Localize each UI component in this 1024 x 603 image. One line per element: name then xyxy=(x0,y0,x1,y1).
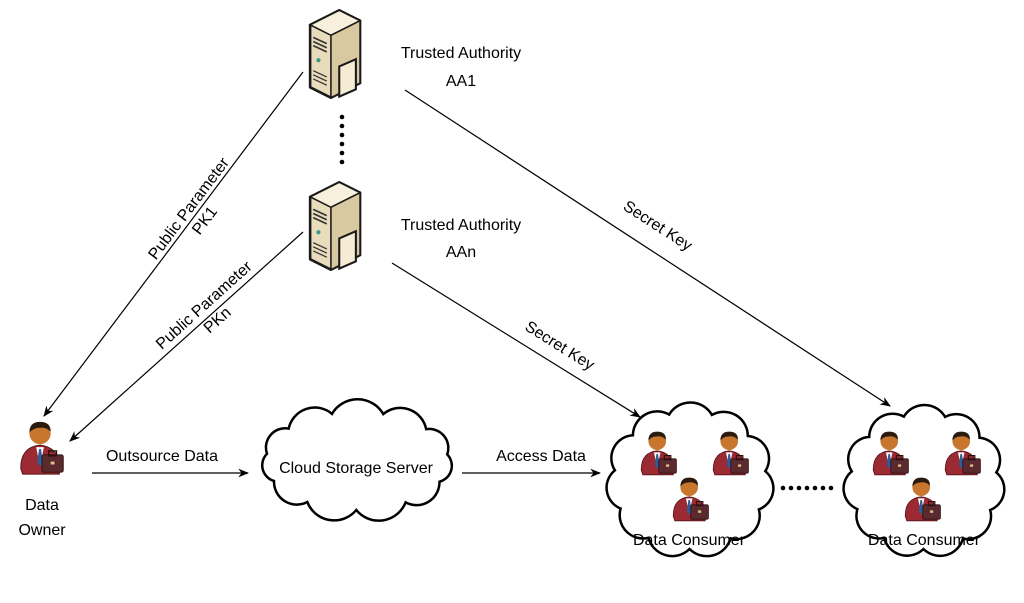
data-owner-icon xyxy=(19,421,64,475)
owner-label-line1: Data xyxy=(25,497,59,514)
authority-1-id: AA1 xyxy=(446,73,476,90)
owner-label-line2: Owner xyxy=(18,522,66,539)
edge-pkn xyxy=(69,231,304,442)
cloud-storage-server-shape xyxy=(260,398,454,522)
edge-secret-1 xyxy=(404,89,891,407)
edge-pk1 xyxy=(43,71,304,417)
pk1-label-line1: Public Parameter xyxy=(145,154,233,263)
secret-key-n-label: Secret Key xyxy=(522,318,597,374)
outsource-label: Outsource Data xyxy=(106,448,218,465)
cloud-storage-server-label: Cloud Storage Server xyxy=(279,460,434,477)
authority-n-title: Trusted Authority xyxy=(401,217,521,234)
server-icon-aan xyxy=(308,180,362,272)
consumer-2-label: Data Consumer xyxy=(868,532,981,549)
secret-key-1-label: Secret Key xyxy=(620,198,695,255)
vertical-ellipsis xyxy=(339,114,345,165)
consumer-1-label: Data Consumer xyxy=(633,532,746,549)
edge-secret-n xyxy=(391,262,641,418)
pkn-label-line1: Public Parameter xyxy=(153,258,256,353)
access-label: Access Data xyxy=(496,448,586,465)
authority-1-title: Trusted Authority xyxy=(401,45,521,62)
server-icon-aa1 xyxy=(308,8,362,100)
authority-n-id: AAn xyxy=(446,244,476,261)
horizontal-ellipsis xyxy=(780,485,834,491)
